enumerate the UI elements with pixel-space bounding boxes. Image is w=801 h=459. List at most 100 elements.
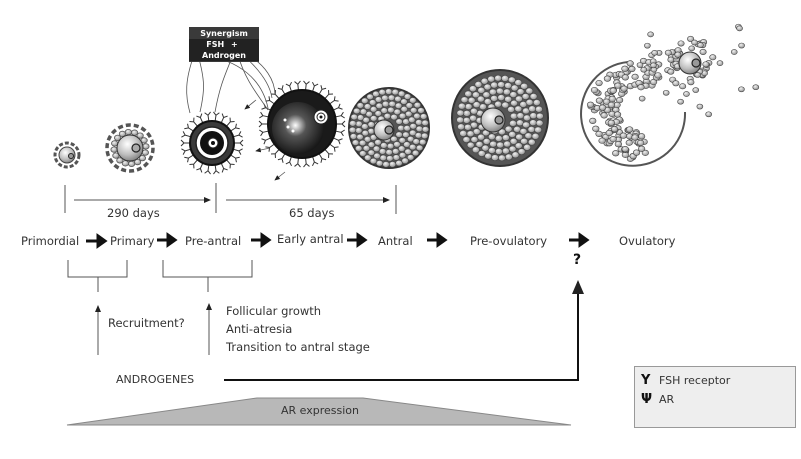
granulosa-cell [368,99,377,106]
androgen-connector [224,280,584,381]
granulosa-cell [495,87,504,95]
granulosa-cell [462,110,471,117]
stage-ovulatory: Ovulatory [619,234,676,248]
granulosa-cell [463,123,472,131]
granulosa-cell [605,129,613,137]
granulosa-cell [456,109,465,117]
granulosa-cell [498,154,506,162]
preantral-follicle [180,111,244,175]
granulosa-cell [636,62,644,68]
granulosa-cell [683,91,690,97]
granulosa-cell [692,87,700,93]
granulosa-cell [677,40,685,47]
androgens-label: ANDROGENES [116,373,195,386]
granulosa-cell [535,112,544,120]
granulosa-cell [497,81,506,88]
granulosa-cell [612,150,620,157]
receptor-icon [189,159,198,169]
granulosa-cell [475,141,484,148]
granulosa-cell [664,49,672,56]
granulosa-cell [367,121,375,128]
receptor-icon [196,162,204,173]
granulosa-cell [381,94,389,102]
granulosa-cell [358,139,367,147]
granulosa-cell [608,95,616,103]
granulosa-cell [415,144,424,152]
granulosa-cell [514,142,523,150]
granulosa-cell [460,96,469,104]
granulosa-cell [632,149,641,156]
granulosa-cell [491,154,499,161]
granulosa-cell [375,160,384,167]
receptor-icon [311,81,319,92]
granulosa-cell [494,135,503,142]
granulosa-cell [409,107,418,114]
granulosa-cell [514,105,523,113]
receptor-icon [303,80,310,91]
receptor-icon [332,137,343,145]
receptor-icon [294,80,301,91]
granulosa-cell [532,99,541,106]
receptor-icon [184,154,194,163]
granulosa-cell [466,130,475,138]
receptor-icon [232,131,243,138]
granulosa-cell [369,157,378,165]
timeline [64,183,397,214]
granulosa-cell [603,75,612,82]
receptor-icon [332,103,343,111]
granulosa-cell [406,154,415,161]
granulosa-cell [418,138,427,146]
granulosa-cell [524,132,533,140]
granulosa-cell [504,82,512,89]
granulosa-cell [502,88,511,96]
granulosa-cell [529,112,538,120]
granulosa-cell [752,84,760,91]
granulosa-cell [404,148,412,155]
granulosa-cell [487,75,496,83]
receptor-icon [329,96,339,105]
receptor-icon [196,113,204,124]
granulosa-cell [114,134,122,142]
recruitment-label: Recruitment? [108,316,185,330]
synergism-formula: FSH + Androgen [189,39,259,61]
effect-transition-antral: Transition to antral stage [226,340,370,354]
granulosa-cell [415,119,423,126]
granulosa-cell [385,88,393,95]
granulosa-cell [696,103,704,110]
antral-follicle [348,87,441,169]
granulosa-cell [595,130,603,138]
granulosa-cell [730,49,738,55]
granulosa-cell [527,126,536,133]
receptor-icon [336,120,346,128]
granulosa-cell [476,95,485,103]
granulosa-cell [400,98,408,105]
granulosa-cell [362,145,371,152]
granulosa-cell [487,133,496,141]
granulosa-cell [520,137,528,145]
granulosa-cell [738,42,745,49]
synergism-androgen: Androgen [202,51,246,60]
ar-expression-shape [66,397,572,426]
granulosa-cell [482,138,491,145]
span-65-days: 65 days [289,206,335,220]
granulosa-cell [504,153,513,161]
granulosa-cell [359,108,368,115]
granulosa-cell [369,106,378,113]
receptor-icon [180,139,190,147]
granulosa-cell [349,120,357,127]
granulosa-cell [522,121,530,129]
stage-primary: Primary [110,234,155,248]
granulosa-cell [363,103,372,110]
granulosa-cell [472,91,480,99]
granulosa-cell [531,132,540,140]
legend-label: FSH receptor [659,374,731,387]
receptor-icon [318,153,327,163]
granulosa-cell [417,107,425,114]
granulosa-cell [470,136,479,143]
granulosa-cell [457,102,466,110]
granulosa-cell [413,101,422,109]
granulosa-cell [128,160,136,168]
granulosa-cell [374,96,383,103]
stage-antral: Antral [378,234,413,248]
